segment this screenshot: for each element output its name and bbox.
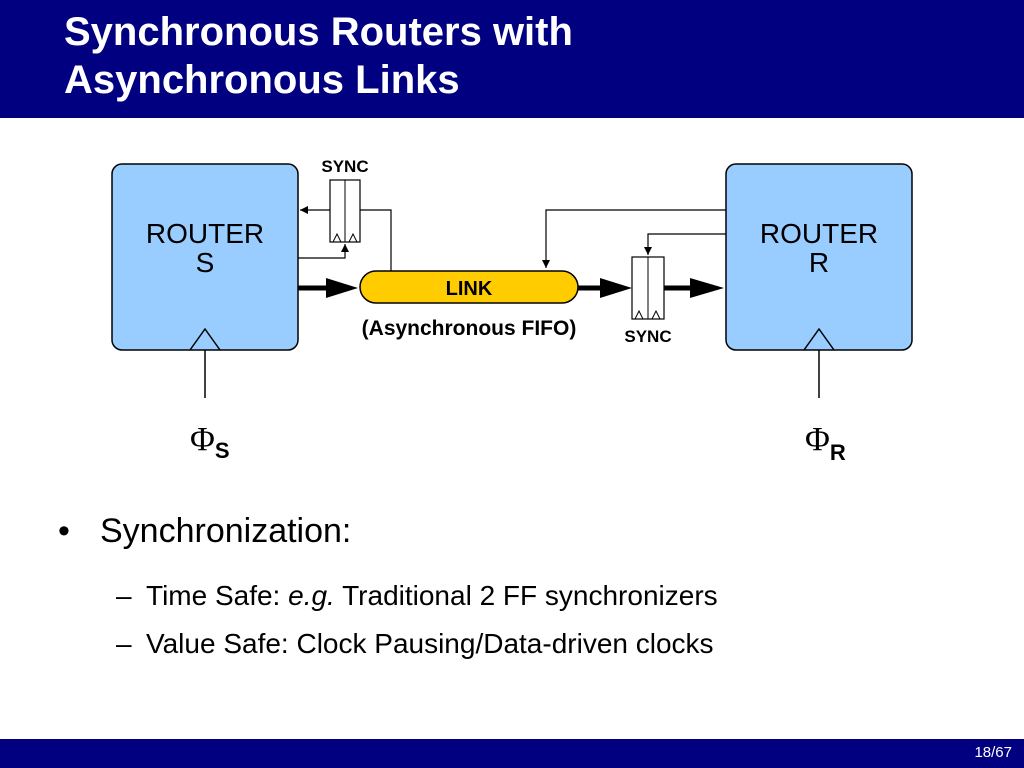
link-caption: (Asynchronous FIFO) <box>362 317 577 340</box>
sub-bullet-1-emphasis: e.g. <box>288 580 335 611</box>
router-s: ROUTER S <box>111 163 299 351</box>
slide-footer: 18/67 <box>0 739 1024 768</box>
page-number: 18/67 <box>974 744 1012 761</box>
router-r-label-line2: R <box>809 247 829 278</box>
dash-marker: – <box>116 628 132 659</box>
dash-marker: – <box>116 580 132 611</box>
sub-bullet-1-rest: Traditional 2 FF synchronizers <box>334 580 718 611</box>
clock-s-phi-symbol: Φ <box>190 421 215 458</box>
router-s-clock-triangle <box>189 327 221 351</box>
router-r-clock-triangle <box>803 327 835 351</box>
link-fifo: LINK (Asynchronous FIFO) <box>359 270 579 340</box>
router-r: ROUTER R <box>725 163 913 351</box>
router-s-label-line1: ROUTER <box>146 218 264 249</box>
clock-r-subscript: R <box>830 440 846 465</box>
sub-bullet-time-safe: –Time Safe: e.g. Traditional 2 FF synchr… <box>116 572 718 620</box>
title-line-2: Asynchronous Links <box>64 58 460 102</box>
bullet-dot: • <box>58 512 70 550</box>
link-label: LINK <box>446 278 493 300</box>
sync-top-label: SYNC <box>321 157 368 176</box>
title-line-1: Synchronous Routers with <box>64 10 573 54</box>
clock-s-subscript: S <box>215 438 230 463</box>
router-s-label-line2: S <box>196 247 215 278</box>
data-path-arrows <box>298 278 724 298</box>
slide-title: Synchronous Routers with Asynchronous Li… <box>64 8 573 104</box>
bullet-list: • Synchronization: –Time Safe: e.g. Tradi… <box>58 510 718 668</box>
bullet-synchronization: • Synchronization: –Time Safe: e.g. Tradi… <box>58 510 718 668</box>
sub-bullet-value-safe: –Value Safe: Clock Pausing/Data-driven c… <box>116 620 718 668</box>
router-r-label-line1: ROUTER <box>760 218 878 249</box>
sub-bullet-1-prefix: Time Safe: <box>146 580 289 611</box>
clock-r-label: ΦR <box>805 421 846 465</box>
sub-bullet-2-text: Value Safe: Clock Pausing/Data-driven cl… <box>146 628 714 659</box>
router-link-diagram: ROUTER S ROUTER R ΦS ΦR LINK (Asynchrono… <box>111 157 913 465</box>
bullet-text: Synchronization: <box>100 512 352 550</box>
sync-bottom: SYNC <box>624 256 672 346</box>
control-wires <box>298 206 726 271</box>
sync-top: SYNC <box>321 157 369 243</box>
clock-s-label: ΦS <box>190 421 230 463</box>
sub-bullet-list: –Time Safe: e.g. Traditional 2 FF synchr… <box>116 572 718 668</box>
sync-bottom-label: SYNC <box>624 327 671 346</box>
slide-header: Synchronous Routers with Asynchronous Li… <box>0 0 1024 118</box>
clock-r-phi-symbol: Φ <box>805 421 830 458</box>
